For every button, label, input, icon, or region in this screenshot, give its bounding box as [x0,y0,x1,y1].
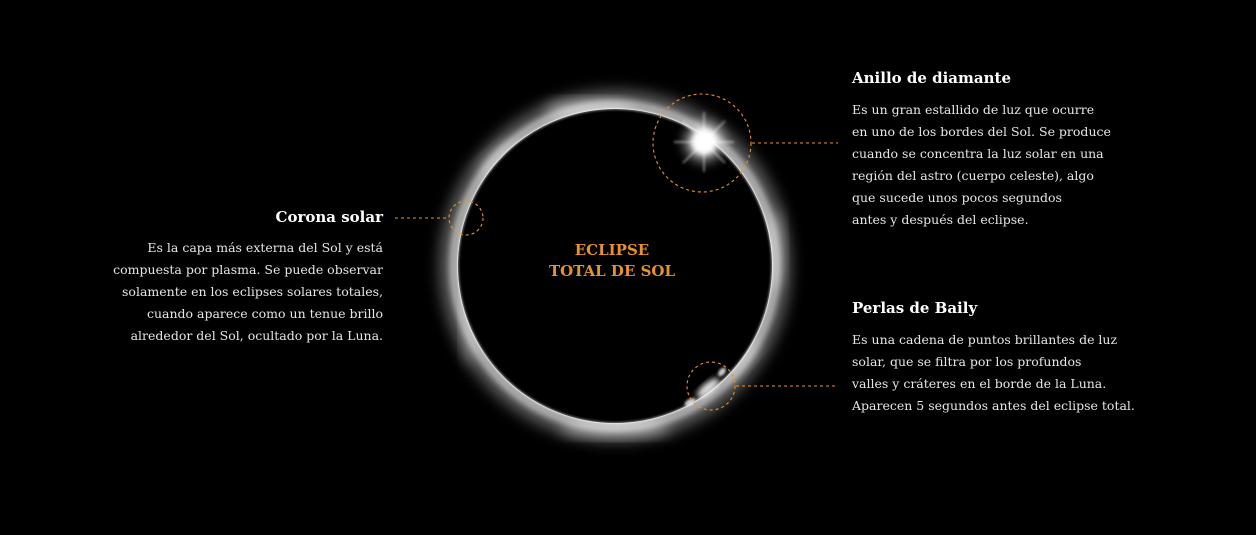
anillo-line: en uno de los bordes del Sol. Se produce [852,124,1111,139]
perlas-description: Es una cadena de puntos brillantes de lu… [852,329,1135,417]
moon-disc [458,109,772,423]
perlas-line: Es una cadena de puntos brillantes de lu… [852,332,1118,347]
corona-title: Corona solar [275,208,383,226]
perlas-marker-circle [686,361,736,411]
corona-description: Es la capa más externa del Sol y está co… [113,237,383,347]
callout-markers [395,93,838,411]
anillo-line: cuando se concentra la luz solar en una [852,146,1104,161]
corona-line: cuando aparece como un tenue brillo [146,306,383,321]
corona-line: solamente en los eclipses solares totale… [122,284,383,299]
corona-marker-circle [448,200,484,236]
perlas-line: valles y cráteres en el borde de la Luna… [852,376,1107,391]
center-label-line1: ECLIPSE [574,241,650,259]
bailys-beads [684,367,726,406]
anillo-line: que sucede unos pocos segundos [852,190,1062,205]
anillo-title: Anillo de diamante [852,69,1011,87]
perlas-title: Perlas de Baily [852,299,978,317]
corona-line: Es la capa más externa del Sol y está [147,240,383,255]
diamond-ring-burst [674,112,734,172]
corona-line: compuesta por plasma. Se puede observar [113,262,383,277]
anillo-line: antes y después del eclipse. [852,212,1029,227]
perlas-line: solar, que se filtra por los profundos [852,354,1082,369]
anillo-line: Es un gran estallido de luz que ocurre [852,102,1095,117]
perlas-line: Aparecen 5 segundos antes del eclipse to… [852,398,1135,413]
corona-line: alrededor del Sol, ocultado por la Luna. [130,328,383,343]
anillo-description: Es un gran estallido de luz que ocurre e… [852,99,1111,231]
center-label-line2: TOTAL DE SOL [548,262,676,280]
anillo-marker-circle [652,93,752,193]
center-label: ECLIPSE TOTAL DE SOL [512,240,712,282]
anillo-line: región del astro (cuerpo celeste), algo [852,168,1094,183]
